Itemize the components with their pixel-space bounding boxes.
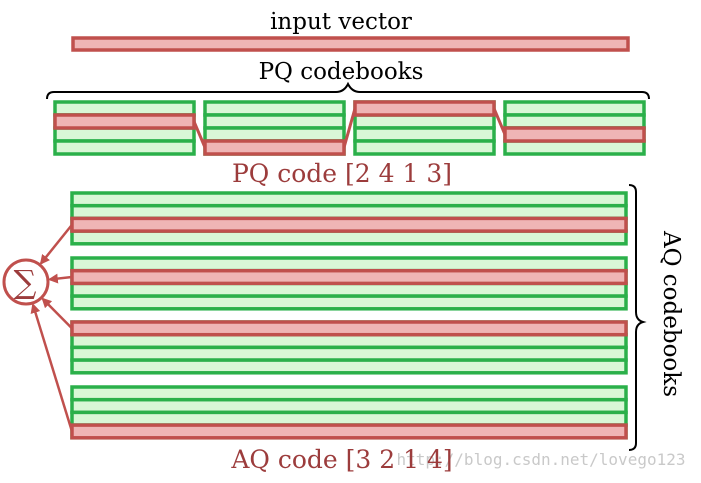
pq-code-connector [492, 107, 507, 136]
pq-selected-codeword [53, 113, 196, 130]
aq-codeword-row [70, 191, 628, 208]
aq-codeword-row [70, 256, 628, 273]
pq-code-connector [192, 120, 207, 149]
pq-selected-codeword [353, 100, 496, 117]
aq-codebooks-label: AQ codebooks [658, 230, 684, 397]
aq-codeword-row [70, 294, 628, 311]
aq-codeword-row [70, 203, 628, 221]
pq-brace [46, 81, 650, 100]
pq-codeword-row [203, 100, 346, 117]
aq-codeword-row [70, 345, 628, 362]
aq-selected-codeword [70, 216, 628, 233]
pq-codebooks-label: PQ codebooks [259, 59, 424, 85]
text-layer: input vector PQ codebooks PQ code [2 4 1… [14, 9, 686, 474]
pq-codeword-row [53, 100, 196, 117]
pq-codeword-row [503, 139, 646, 156]
pq-code-label: PQ code [2 4 1 3] [232, 159, 452, 188]
aq-codeword-row [70, 332, 628, 350]
pq-codeword-row [53, 126, 196, 143]
aq-codeword-row [70, 397, 628, 415]
pq-codeword-row [53, 139, 196, 156]
pq-codeword-row [503, 100, 646, 117]
pq-code-connector [342, 108, 357, 148]
pq-selected-codeword [203, 139, 346, 156]
aq-sum-arrow [39, 223, 73, 265]
aq-codeword-row [70, 281, 628, 298]
aq-sum-arrow [41, 297, 73, 330]
shapes-layer [2, 36, 650, 451]
aq-codeword-row [70, 358, 628, 375]
aq-codeword-row [70, 229, 628, 246]
pq-codeword-row [203, 126, 346, 143]
aq-sum-arrow [47, 273, 73, 284]
pq-codeword-row [353, 126, 496, 143]
aq-codeword-row [70, 385, 628, 402]
pq-codeword-row [503, 113, 646, 130]
aq-code-label: AQ code [3 2 1 4] [230, 445, 452, 474]
aq-codeword-row [70, 410, 628, 427]
pq-codeword-row [353, 139, 496, 156]
input-vector-label: input vector [270, 9, 412, 35]
sum-symbol: ∑ [14, 263, 37, 301]
aq-selected-codeword [70, 268, 628, 286]
aq-sum-arrow [30, 303, 74, 432]
watermark-text: http://blog.csdn.net/lovego123 [397, 450, 686, 469]
input-vector-bar [71, 36, 630, 52]
pq-selected-codeword [503, 126, 646, 143]
pq-codeword-row [353, 113, 496, 130]
aq-selected-codeword [70, 423, 628, 440]
aq-brace [628, 184, 647, 451]
pq-codeword-row [203, 113, 346, 130]
aq-selected-codeword [70, 320, 628, 337]
